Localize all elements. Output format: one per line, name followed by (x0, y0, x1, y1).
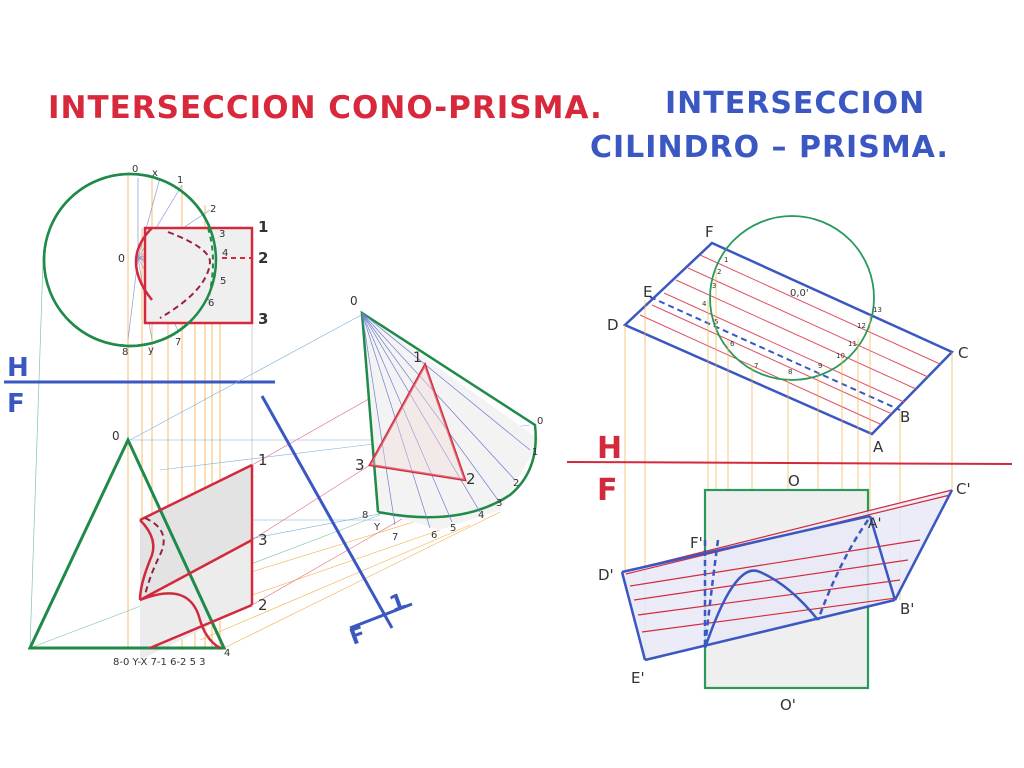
lbl-aux-arc3: 3 (496, 498, 502, 509)
left-aux-generatrices (361, 312, 531, 529)
right-plan-red-lines (639, 254, 941, 425)
right-plan-labels: F E D C B A 0,0' 1 2 3 4 5 6 7 8 9 10 11… (607, 223, 968, 456)
lbl-p3: 3 (219, 229, 225, 240)
lbl-r-n12: 12 (857, 322, 866, 330)
lbl-p8: 8 (122, 347, 128, 358)
right-plan-cylinder (709, 215, 875, 381)
lbl-r-n8: 8 (788, 368, 792, 376)
lbl-r-n10: 10 (836, 352, 845, 360)
left-plan-prism-square (143, 226, 254, 325)
lbl-base-4: 4 (224, 648, 230, 659)
lbl-r-n7: 7 (754, 362, 758, 370)
lbl-aux-v3: 3 (355, 456, 365, 474)
right-title-line1: INTERSECCION (665, 86, 926, 121)
lbl-sq3: 3 (258, 310, 268, 328)
lbl-r-A: A (873, 438, 884, 456)
left-elev-cone (27, 436, 227, 650)
lbl-r-B: B (900, 408, 910, 426)
left-plan-labels: 0 x 1 2 3 4 5 6 7 y 8 0 1 2 3 (118, 164, 268, 358)
lbl-aux-v2: 2 (466, 470, 476, 488)
lbl-r-n13: 13 (873, 306, 882, 314)
left-aux-labels: 0 1 3 2 0 1 2 3 4 5 6 7 8 Y (350, 294, 543, 543)
left-aux-cone (360, 310, 537, 519)
lbl-r-E: E (643, 283, 652, 301)
lbl-r-Dprime: D' (598, 566, 614, 584)
right-title-line2: CILINDRO – PRISMA. (590, 130, 949, 165)
lbl-r-F: F (705, 223, 714, 241)
lbl-aux-apex: 0 (350, 294, 358, 308)
right-elev-prism-fill (622, 490, 952, 660)
lbl-r-n6: 6 (730, 340, 735, 348)
lbl-e3: 3 (258, 531, 268, 549)
left-hf-h: H (7, 353, 29, 383)
lbl-r-center: 0,0' (790, 288, 809, 299)
lbl-e-apex: 0 (112, 429, 120, 443)
right-ground-line (566, 461, 1013, 465)
left-hf-f: F (7, 389, 25, 419)
lbl-r-D: D (607, 316, 619, 334)
lbl-r-Fprime: F' (690, 534, 703, 552)
lbl-center0: 0 (118, 252, 125, 265)
left-plan-intersection-curve (134, 227, 153, 301)
right-hf-f: F (597, 473, 618, 508)
left-elev-prism (138, 463, 254, 650)
lbl-p2: 2 (210, 204, 216, 215)
lbl-r-C: C (958, 344, 968, 362)
lbl-base-row: 8-0 Y-X 7-1 6-2 5 3 (113, 657, 206, 668)
left-title: INTERSECCION CONO-PRISMA. (48, 90, 603, 126)
lbl-p6: 6 (208, 298, 214, 309)
lbl-r-Oprime: O' (780, 696, 796, 714)
lbl-r-n4: 4 (702, 300, 707, 308)
lbl-r-n2: 2 (717, 268, 721, 276)
lbl-aux-v1: 1 (413, 350, 422, 366)
lbl-r-Eprime: E' (631, 669, 645, 687)
lbl-p4: 4 (222, 248, 228, 259)
lbl-p7: 7 (175, 337, 181, 348)
lbl-px-top: x (152, 168, 158, 179)
lbl-py: y (148, 345, 154, 356)
left-aux-ground-line (260, 395, 394, 629)
lbl-aux-arc1: 1 (532, 447, 538, 458)
lbl-r-n9: 9 (818, 362, 822, 370)
lbl-sq2: 2 (258, 249, 268, 267)
left-aux-prism-triangle (368, 361, 467, 482)
left-aux-axis-bottom: F (347, 622, 370, 651)
lbl-r-Bprime: B' (900, 600, 914, 618)
lbl-aux-arc5: 5 (450, 523, 456, 534)
lbl-r-O: O (788, 472, 800, 490)
lbl-r-Cprime: C' (956, 480, 971, 498)
left-elev-labels: 0 1 3 2 8-0 Y-X 7-1 6-2 5 3 4 (112, 429, 268, 668)
right-elev-prism (620, 489, 954, 662)
lbl-aux-arc4: 4 (478, 510, 484, 521)
left-aux-cone-fill (362, 313, 540, 530)
lbl-sq1: 1 (258, 218, 268, 236)
lbl-p0-top: 0 (132, 164, 138, 175)
right-hf-h: H (597, 431, 622, 466)
right-elev-labels: O O' C' A' F' D' B' E' (598, 472, 971, 714)
lbl-aux-arc0: 0 (537, 416, 543, 427)
lbl-aux-arc8: 8 (362, 510, 368, 521)
right-plan-prism (622, 241, 955, 436)
lbl-aux-arc6: 6 (431, 530, 437, 541)
lbl-r-Aprime: A' (868, 516, 881, 532)
lbl-e1: 1 (258, 451, 268, 469)
lbl-p5: 5 (220, 276, 226, 287)
lbl-r-n3: 3 (712, 282, 716, 290)
lbl-aux-arc7: 7 (392, 532, 398, 543)
lbl-aux-arc2: 2 (513, 478, 519, 489)
lbl-e2: 2 (258, 596, 268, 614)
lbl-aux-arcY: Y (373, 522, 381, 533)
left-plan-intersection-dashed (159, 231, 212, 319)
lbl-r-n11: 11 (848, 340, 857, 348)
lbl-p1: 1 (177, 175, 183, 186)
lbl-r-n1: 1 (724, 256, 728, 264)
